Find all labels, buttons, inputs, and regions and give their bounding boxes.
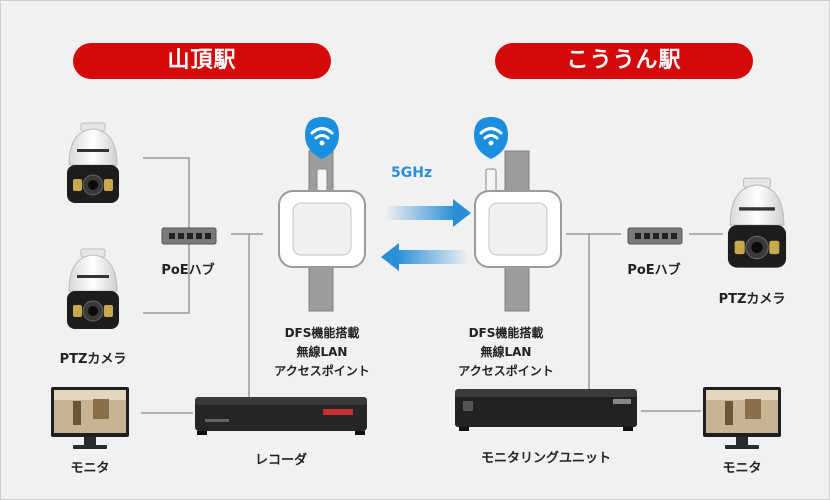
ptz-camera-icon [67,248,119,329]
recorder-label: レコーダ [254,453,307,468]
frequency-label: 5GHz [391,165,433,181]
recorder-icon [195,397,367,435]
monitoring-unit-label: モニタリングユニット [480,451,611,466]
ap-label-left-line2: 無線LAN [296,345,348,359]
monitor-icon [51,387,129,449]
arrow-right-icon [385,199,471,227]
access-point-icon [278,117,366,312]
ptz-camera-label-left: PTZカメラ [59,352,127,367]
ap-label-left: DFS機能搭載 無線LAN アクセスポイント [257,324,387,381]
ptz-camera-label-right: PTZカメラ [718,292,786,307]
ap-label-left-line3: アクセスポイント [274,364,370,378]
access-point-icon [474,117,562,312]
monitor-label-right: モニタ [722,461,762,476]
monitoring-unit-icon [455,389,637,431]
ptz-camera-icon [67,122,119,203]
ap-label-left-line1: DFS機能搭載 [284,326,360,340]
station-badge-right: こううん駅 [495,43,753,79]
ap-label-right: DFS機能搭載 無線LAN アクセスポイント [441,324,571,381]
ptz-camera-icon [727,177,787,268]
ap-label-right-line2: 無線LAN [480,345,532,359]
ap-label-right-line1: DFS機能搭載 [468,326,544,340]
monitor-label-left: モニタ [70,461,110,476]
data-flow-arrows [381,199,471,271]
ap-label-right-line3: アクセスポイント [458,364,554,378]
poe-hub-label-right: PoEハブ [627,263,681,278]
poe-hub-label-left: PoEハブ [161,263,215,278]
poe-hub-icon [161,227,217,245]
monitor-icon [703,387,781,449]
station-badge-left: 山頂駅 [73,43,331,79]
poe-hub-icon [627,227,683,245]
arrow-left-icon [381,243,469,271]
